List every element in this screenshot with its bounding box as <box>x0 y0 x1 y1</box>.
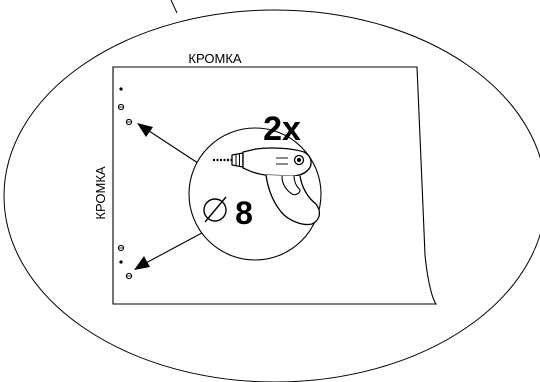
hole-marker <box>125 272 133 280</box>
side-edge-label: КРОМКА <box>93 166 108 219</box>
hole-marker <box>117 244 125 252</box>
top-hole-group <box>117 87 133 126</box>
drill-icon <box>213 147 321 226</box>
hole-marker <box>125 118 133 126</box>
diameter-symbol-icon <box>203 196 227 223</box>
quantity-label: 2x <box>263 110 301 148</box>
hole-marker <box>119 87 123 91</box>
bottom-hole-group <box>117 244 133 280</box>
top-edge-label: КРОМКА <box>188 51 241 66</box>
diameter-value: 8 <box>235 195 253 231</box>
callout-leader-line <box>170 0 178 14</box>
hole-marker <box>117 103 125 111</box>
hole-marker <box>119 260 123 264</box>
